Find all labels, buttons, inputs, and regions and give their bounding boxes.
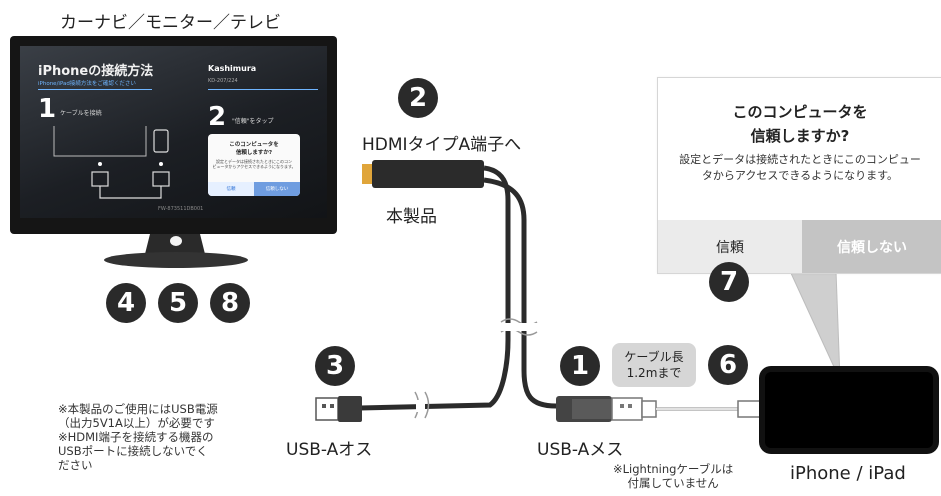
monitor-power-led	[170, 236, 182, 246]
step-badge-5: 5	[158, 283, 198, 323]
dialog-buttons: 信頼 信頼しない	[658, 220, 941, 273]
cable-to-usb-female	[483, 177, 557, 409]
mini-dialog-distrust: 信頼しない	[254, 182, 300, 196]
step-badge-8: 8	[210, 283, 250, 323]
product-label: 本製品	[386, 207, 437, 227]
dialog-title-line2: 信頼しますか?	[750, 127, 850, 145]
cable-length-callout: ケーブル長 1.2mまで	[612, 343, 696, 387]
step-badge-2: 2	[398, 78, 438, 118]
iphone-device	[759, 366, 939, 454]
step-badge-3: 3	[315, 346, 355, 386]
dialog-body: 設定とデータは接続されたときにこのコンピュータからアクセスできるようになります。	[679, 153, 921, 182]
step-badge-6: 6	[708, 345, 748, 385]
screen-step2-text: "信頼"をタップ	[232, 118, 274, 125]
trust-dialog: このコンピュータを 信頼しますか? 設定とデータは接続されたときにこのコンピュー…	[657, 77, 941, 274]
dialog-title-line1: このコンピュータを	[732, 103, 868, 121]
screen-divider	[38, 89, 152, 90]
screen-title: iPhoneの接続方法	[38, 64, 154, 79]
lightning-note: ※Lightningケーブルは 付属していません	[613, 462, 734, 490]
usb-a-female-label: USB-Aメス	[537, 440, 624, 460]
screen-serial: FW-873511DB001	[158, 206, 204, 212]
monitor-label: カーナビ／モニター／テレビ	[60, 13, 281, 33]
screen-step1-text: ケーブルを接続	[60, 110, 102, 117]
lightning-usb-housing	[641, 400, 657, 418]
monitor: iPhoneの接続方法 iPhone/iPad接続方法をご確認ください Kash…	[10, 36, 337, 234]
usb-a-male-label: USB-Aオス	[286, 440, 373, 460]
step-badge-1: 1	[560, 346, 600, 386]
iphone-label: iPhone / iPad	[790, 463, 906, 484]
monitor-stand-base	[104, 252, 248, 268]
lightning-usb-plug	[611, 397, 643, 421]
mini-dialog-title: このコンピュータを 信頼しますか?	[229, 142, 279, 156]
monitor-screen: iPhoneの接続方法 iPhone/iPad接続方法をご確認ください Kash…	[20, 46, 327, 218]
iphone-screen	[765, 372, 933, 448]
step-badge-7: 7	[709, 262, 749, 302]
cable-to-usb-male	[359, 165, 511, 411]
screen-brand: Kashimura	[208, 64, 257, 73]
usb-a-male-metal	[315, 397, 339, 421]
dialog-pointer	[789, 270, 841, 381]
hdmi-plug-tip	[362, 164, 374, 184]
mini-dialog-trust: 信頼	[208, 182, 254, 196]
screen-step2-number: 2	[208, 102, 227, 132]
screen-divider-2	[208, 89, 318, 90]
cable-break-mark-4	[424, 391, 430, 419]
screen-step1-illustration	[53, 126, 170, 199]
screen-step1-number: 1	[38, 94, 57, 124]
cable-length-line1: ケーブル長	[624, 350, 684, 364]
hdmi-plug-body	[372, 160, 484, 188]
step-badge-4: 4	[106, 283, 146, 323]
cable-length-line2: 1.2mまで	[626, 366, 682, 380]
monitor-stand-neck	[144, 234, 206, 258]
screen-model: KD-207/224	[208, 78, 238, 84]
hdmi-label: HDMIタイプA端子へ	[362, 135, 522, 155]
screen-subtitle: iPhone/iPad接続方法をご確認ください	[38, 81, 136, 87]
usb-a-male-body	[338, 396, 362, 422]
screen-mini-dialog: このコンピュータを 信頼しますか? 設定とデータは接続されたときにこのコン ピュ…	[208, 134, 300, 196]
dialog-distrust-button[interactable]: 信頼しない	[802, 220, 941, 273]
mini-dialog-body: 設定とデータは接続されたときにこのコン ピュータからアクセスできるようになります…	[212, 159, 296, 169]
power-note: ※本製品のご使用にはUSB電源 （出力5V1A以上）が必要です ※HDMI端子を…	[58, 402, 218, 472]
